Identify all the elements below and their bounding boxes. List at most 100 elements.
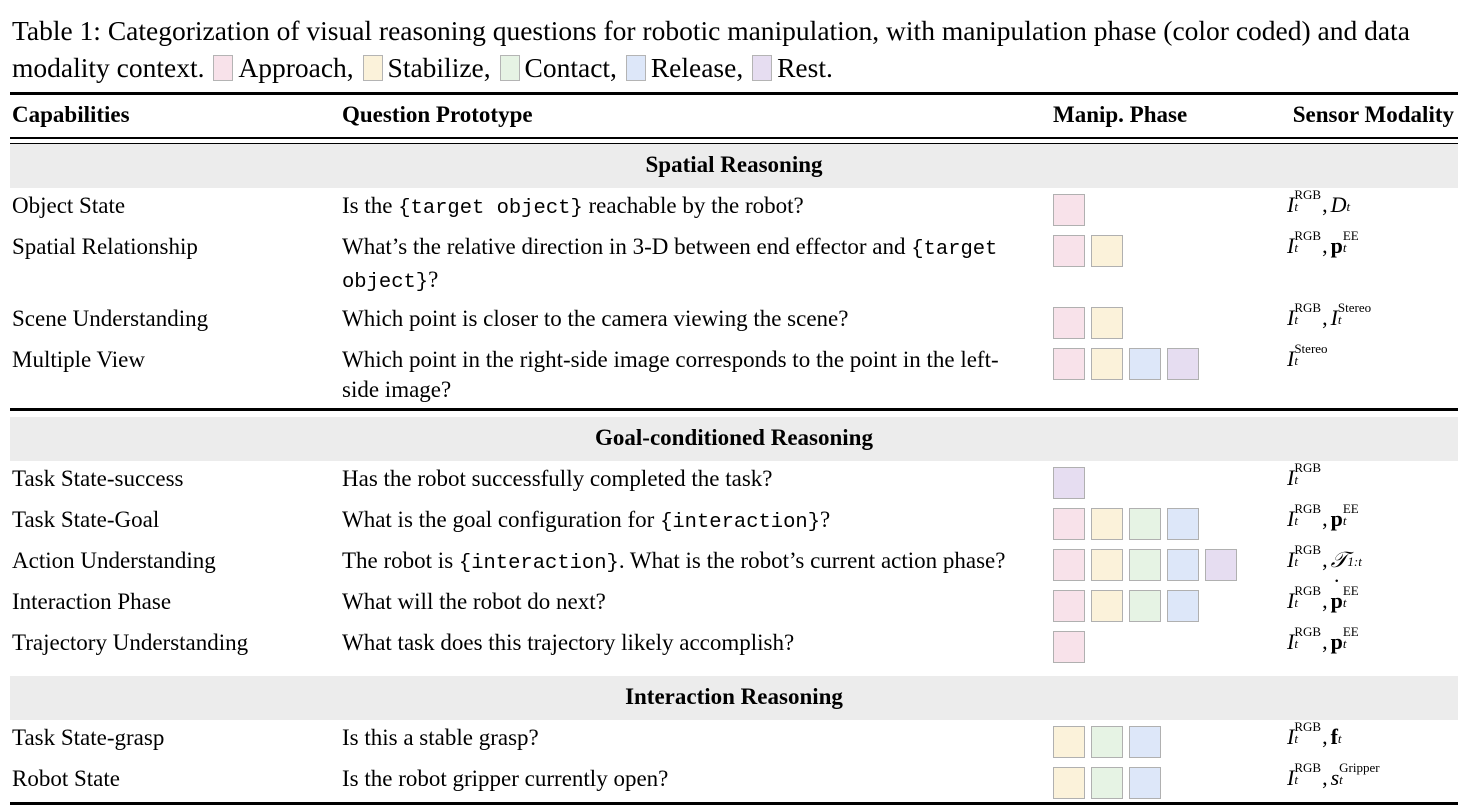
question-text: What is the goal configuration for xyxy=(342,507,661,532)
capabilities-table: Capabilities Question Prototype Manip. P… xyxy=(10,95,1458,137)
phase-cell xyxy=(1037,543,1277,584)
phase-legend: Approach, Stabilize, Contact, Release, R… xyxy=(211,52,833,83)
sensor-separator: , xyxy=(1322,629,1328,654)
phase-swatch-stabilize xyxy=(1091,307,1123,339)
phase-cell xyxy=(1037,461,1277,502)
phase-cell xyxy=(1037,761,1277,802)
capability-name: Action Understanding xyxy=(12,548,216,573)
capability-name: Task State-Goal xyxy=(12,507,160,532)
phase-swatch-approach xyxy=(1053,590,1085,622)
phase-swatch-contact xyxy=(1129,508,1161,540)
sensor-separator: , xyxy=(1322,305,1328,330)
phase-swatch-approach xyxy=(1053,631,1085,663)
capability-name: Trajectory Understanding xyxy=(12,630,249,655)
column-header-sensor: Sensor Modality xyxy=(1292,102,1454,127)
table-top-rule xyxy=(10,92,1458,95)
column-header-capabilities: Capabilities xyxy=(12,102,130,127)
phase-swatch-release xyxy=(1167,508,1199,540)
capability-name: Scene Understanding xyxy=(12,306,209,331)
question-text: ? xyxy=(820,507,831,532)
phase-swatch-contact xyxy=(1129,590,1161,622)
question-text: Is the xyxy=(342,193,399,218)
header-row: Capabilities Question Prototype Manip. P… xyxy=(10,95,1458,137)
question-text: What will the robot do next? xyxy=(342,589,606,614)
section-title: Goal-conditioned Reasoning xyxy=(10,417,1459,461)
section-title: Interaction Reasoning xyxy=(10,676,1459,720)
section-header-row: Spatial Reasoning xyxy=(10,144,1459,188)
legend-swatch-rest xyxy=(752,55,773,81)
phase-cell xyxy=(1037,625,1277,666)
legend-item: Stabilize, xyxy=(361,52,491,83)
section-spacer xyxy=(10,666,1458,676)
question-prototype: Has the robot successfully completed the… xyxy=(340,461,1037,502)
phase-cell xyxy=(1037,342,1277,410)
caption-text: Table 1: Categorization of visual reason… xyxy=(12,15,1410,83)
phase-swatch-stabilize xyxy=(1091,590,1123,622)
table-row: Object State Is the {target object} reach… xyxy=(10,188,1458,229)
column-header-question: Question Prototype xyxy=(342,102,533,127)
legend-swatch-release xyxy=(625,55,646,81)
phase-cell xyxy=(1037,584,1277,625)
phase-swatch-rest xyxy=(1205,549,1237,581)
phase-cell xyxy=(1037,229,1277,301)
question-text: What task does this trajectory likely ac… xyxy=(342,630,795,655)
legend-label: Approach, xyxy=(238,52,354,83)
sensor-separator: , xyxy=(1322,547,1328,572)
phase-cell xyxy=(1037,301,1277,342)
sensor-separator: , xyxy=(1322,233,1328,258)
question-prototype: Is the {target object} reachable by the … xyxy=(340,188,1037,229)
capability-name: Robot State xyxy=(12,766,120,791)
legend-label: Release, xyxy=(650,52,744,83)
legend-swatch-contact xyxy=(499,55,520,81)
question-placeholder: {interaction} xyxy=(660,511,821,534)
phase-swatch-rest xyxy=(1167,348,1199,380)
phase-swatch-contact xyxy=(1129,549,1161,581)
header-rule xyxy=(10,137,1458,144)
question-text: What’s the relative direction in 3-D bet… xyxy=(342,234,912,259)
capability-name: Object State xyxy=(12,193,126,218)
phase-swatch-release xyxy=(1129,726,1161,758)
sensor-separator: , xyxy=(1322,588,1328,613)
question-text: reachable by the robot? xyxy=(582,193,804,218)
sensor-separator: , xyxy=(1322,506,1328,531)
question-text: The robot is xyxy=(342,548,459,573)
phase-swatch-approach xyxy=(1053,235,1085,267)
sensor-separator: , xyxy=(1322,724,1328,749)
phase-cell xyxy=(1037,720,1277,761)
phase-cell xyxy=(1037,502,1277,543)
section-title: Spatial Reasoning xyxy=(10,144,1459,188)
phase-swatch-release xyxy=(1129,767,1161,799)
legend-item: Approach, xyxy=(211,52,354,83)
sensor-symbol: f t xyxy=(1330,724,1342,749)
question-text: ? xyxy=(428,267,439,292)
phase-swatch-stabilize xyxy=(1053,726,1085,758)
question-text: Has the robot successfully completed the… xyxy=(342,466,773,491)
legend-swatch-approach xyxy=(213,55,234,81)
